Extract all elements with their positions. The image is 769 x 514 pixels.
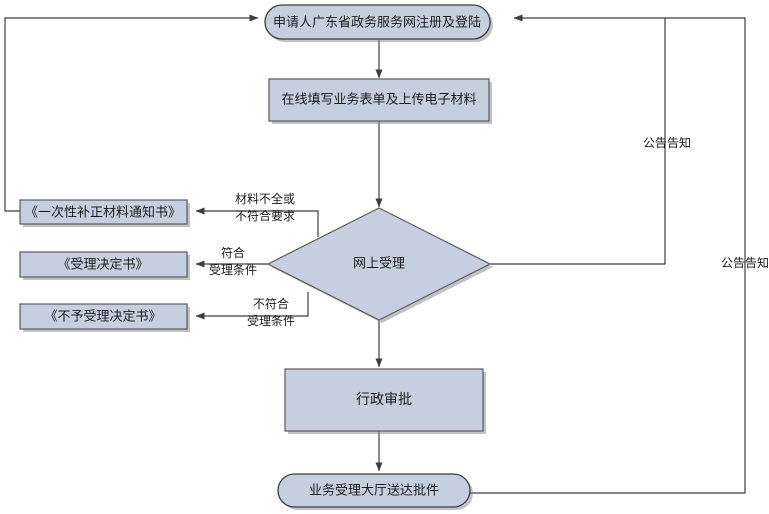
edge-label-incomplete-line1: 材料不全或	[235, 191, 295, 206]
node-fill-form[interactable]: 在线填写业务表单及上传电子材料	[268, 78, 492, 124]
node-correction-notice[interactable]: 《一次性补正材料通知书》	[19, 199, 190, 227]
edge-label-unqualified-line2: 受理条件	[247, 314, 295, 328]
node-delivery[interactable]: 业务受理大厅送达批件	[277, 473, 473, 510]
node-administrative-approval-label: 行政审批	[356, 392, 412, 408]
edge-accept-notice-to-register	[490, 14, 666, 265]
edge-label-qualified-line2: 受理条件	[209, 263, 257, 277]
node-administrative-approval[interactable]: 行政审批	[284, 368, 486, 434]
edge-label-incomplete-line2: 不符合要求	[235, 208, 295, 223]
node-fill-form-label: 在线填写业务表单及上传电子材料	[281, 92, 476, 108]
node-register-label: 申请人广东省政务服务网注册及登陆	[273, 15, 481, 31]
node-online-accept-label: 网上受理	[353, 257, 405, 272]
node-rejection-decision-label: 《不予受理决定书》	[44, 310, 161, 325]
node-acceptance-decision-label: 《受理决定书》	[57, 258, 148, 273]
edge-accept-to-correction	[195, 207, 319, 237]
connector-layer	[4, 14, 746, 494]
edge-label-layer: 材料不全或 不符合要求 符合 受理条件 不符合 受理条件 公告告知 公告告知	[209, 136, 769, 328]
edge-accept-to-rejection	[195, 292, 309, 320]
edge-label-notice-right: 公告告知	[721, 256, 769, 270]
edge-label-qualified-line1: 符合	[221, 245, 245, 260]
node-online-accept[interactable]: 网上受理	[266, 207, 493, 323]
node-rejection-decision[interactable]: 《不予受理决定书》	[19, 303, 190, 332]
node-correction-notice-label: 《一次性补正材料通知书》	[25, 205, 181, 221]
node-acceptance-decision[interactable]: 《受理决定书》	[19, 251, 190, 280]
edge-label-notice-middle: 公告告知	[643, 136, 691, 150]
edge-label-unqualified-line1: 不符合	[253, 296, 289, 311]
edge-delivery-notice-to-register	[470, 17, 746, 494]
edge-correction-back-to-register	[4, 14, 259, 212]
node-register[interactable]: 申请人广东省政务服务网注册及登陆	[264, 4, 493, 42]
node-delivery-label: 业务受理大厅送达批件	[309, 483, 439, 499]
